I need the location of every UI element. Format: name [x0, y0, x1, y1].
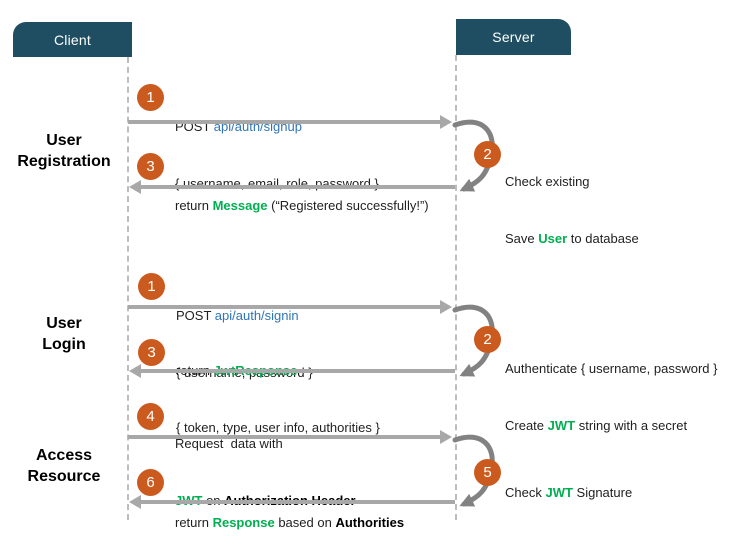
server-action-access: Check JWT Signature Get user info & auth… [505, 485, 633, 500]
arrow-signin-response [141, 369, 455, 373]
client-lifeline [127, 57, 129, 520]
section-label-access-resource: Access Resource [27, 447, 101, 485]
step-badge-1: 1 [137, 84, 164, 111]
client-actor-label: Client [54, 31, 91, 48]
message-signin-request: POST api/auth/signin { username, passwor… [176, 308, 313, 380]
arrowhead-right-icon [440, 115, 452, 129]
arrow-signup-response [141, 185, 455, 189]
client-actor-box: Client [13, 22, 132, 57]
message-signup-response: return Message (“Registered successfully… [175, 198, 429, 213]
step-badge-1-login: 1 [138, 273, 165, 300]
arrow-signin-request [128, 305, 440, 309]
message-resource-response: return Response based on Authorities [175, 515, 405, 530]
step-badge-5: 5 [474, 459, 501, 486]
step-badge-3: 3 [137, 153, 164, 180]
server-action-registration: Check existing Save User to database [505, 174, 639, 246]
arrow-signup-request [128, 120, 440, 124]
server-actor-label: Server [492, 29, 535, 45]
section-label-user-login: User Login [42, 315, 86, 353]
arrow-resource-response [141, 500, 455, 504]
step-badge-3-login: 3 [138, 339, 165, 366]
step-badge-6: 6 [137, 469, 164, 496]
arrowhead-right-icon [440, 430, 452, 444]
step-badge-2: 2 [474, 141, 501, 168]
server-actor-box: Server [456, 19, 571, 55]
server-lifeline [455, 55, 457, 520]
arrowhead-left-icon [129, 364, 141, 378]
step-badge-4: 4 [137, 403, 164, 430]
arrow-resource-request [128, 435, 440, 439]
step-badge-2-login: 2 [474, 326, 501, 353]
section-label-user-registration: User Registration [17, 132, 111, 170]
message-signin-response: return JwtResponse { token, type, user i… [176, 363, 380, 435]
arrowhead-left-icon [129, 180, 141, 194]
arrowhead-left-icon [129, 495, 141, 509]
arrowhead-right-icon [440, 300, 452, 314]
server-action-login: Authenticate { username, password } Crea… [505, 361, 718, 433]
